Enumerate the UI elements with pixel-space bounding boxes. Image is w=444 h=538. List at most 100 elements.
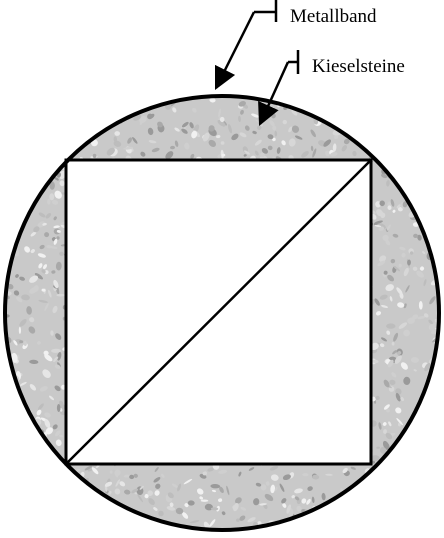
pebble	[49, 193, 55, 201]
pebble	[48, 395, 55, 401]
pebble	[29, 275, 39, 283]
pebble	[123, 474, 131, 478]
pebble	[36, 409, 42, 416]
pebble	[210, 483, 221, 489]
square-diagonal	[65, 159, 372, 465]
pebble	[381, 337, 387, 342]
pebble	[392, 209, 396, 213]
pebble	[281, 498, 287, 504]
pebble	[274, 130, 278, 137]
pebble	[13, 340, 18, 346]
pebble	[374, 224, 382, 228]
pebble	[400, 396, 405, 402]
pebble	[291, 495, 295, 499]
pebble	[54, 385, 61, 392]
pebble	[181, 121, 189, 128]
pebble	[243, 154, 247, 157]
pebble	[291, 125, 300, 133]
pebble	[127, 137, 132, 144]
pebble	[50, 330, 54, 336]
pebble	[378, 422, 382, 430]
pebble	[286, 504, 291, 514]
pebble	[42, 264, 48, 270]
pebble	[386, 180, 390, 187]
pebble	[390, 199, 395, 207]
pebble	[55, 439, 62, 447]
pebble	[24, 246, 31, 253]
pebble	[429, 296, 436, 305]
pebble	[221, 153, 226, 157]
pebble	[113, 140, 122, 147]
pebble	[391, 342, 395, 346]
pebble	[42, 369, 51, 379]
pebble	[51, 348, 61, 353]
pebble	[382, 422, 387, 426]
pebble	[53, 225, 60, 229]
pebble	[264, 493, 274, 502]
pebble	[47, 198, 51, 205]
pebble	[16, 296, 23, 303]
pebble	[350, 466, 356, 470]
pebble	[216, 135, 221, 139]
pebble	[91, 128, 96, 135]
pebble	[137, 494, 144, 503]
pebble	[374, 298, 380, 306]
pebble	[419, 266, 425, 271]
pebble	[413, 233, 419, 239]
pebble	[115, 479, 120, 487]
pebble	[238, 471, 242, 477]
pebble	[52, 424, 58, 430]
pebble	[265, 481, 270, 486]
pebble	[276, 147, 281, 154]
pebble	[114, 488, 121, 495]
pebble	[174, 140, 179, 147]
pebble	[259, 503, 267, 506]
pebble	[397, 302, 405, 308]
pebble	[139, 116, 147, 123]
pebble	[151, 147, 160, 153]
pebble	[254, 139, 262, 146]
pebble	[432, 322, 438, 329]
pebble	[385, 239, 391, 246]
pebble	[417, 234, 422, 241]
pebble	[209, 97, 216, 103]
pebble	[324, 150, 331, 157]
pebble	[321, 492, 326, 501]
pebble	[383, 270, 388, 275]
pebble	[56, 236, 60, 240]
pebble	[375, 311, 382, 316]
pebble	[403, 329, 410, 337]
pebble	[200, 499, 209, 502]
pebble	[379, 294, 388, 300]
pebble	[133, 114, 142, 121]
pebble	[209, 519, 216, 527]
pebble	[91, 467, 99, 475]
pebble	[182, 512, 189, 519]
pebble	[307, 486, 313, 491]
pebble	[157, 121, 163, 128]
pebble	[147, 490, 153, 496]
pebble	[386, 408, 390, 413]
pebble	[397, 351, 402, 355]
pebble	[342, 467, 348, 474]
band-label: Metallband	[290, 6, 377, 27]
pebble	[44, 419, 51, 428]
pebble	[113, 136, 118, 143]
pebble	[144, 494, 149, 499]
pebble	[398, 322, 408, 329]
pebble	[109, 470, 113, 474]
pebble	[247, 517, 256, 523]
pebble	[29, 359, 39, 365]
pebble	[403, 267, 409, 277]
pebble	[269, 465, 279, 471]
pebble	[311, 496, 315, 503]
pebble	[407, 259, 411, 266]
pebble	[248, 467, 255, 471]
pebble	[114, 471, 119, 478]
pebble	[301, 498, 307, 504]
pebble	[140, 151, 146, 157]
pebble	[13, 290, 20, 296]
pebble	[30, 249, 35, 254]
